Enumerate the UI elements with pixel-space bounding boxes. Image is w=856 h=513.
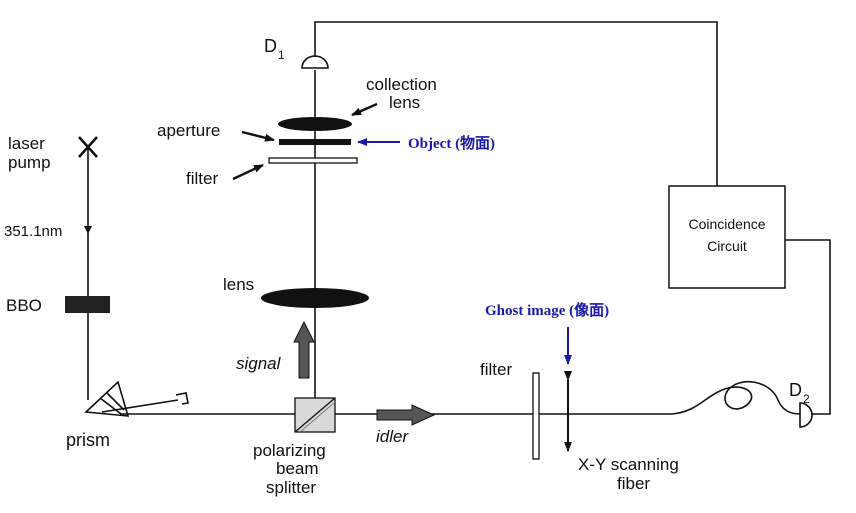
aperture [279, 139, 351, 145]
lens [261, 288, 369, 308]
collection-lens [278, 117, 352, 131]
coincidence-wiring [314, 21, 831, 415]
d1-label: D [264, 36, 277, 56]
xy-scanning-label: X-Y scanning [578, 455, 679, 474]
filter-top [268, 157, 358, 164]
ghost-image-annotation: Ghost image (像面) [485, 301, 609, 319]
polarizing-beam-splitter [294, 397, 336, 433]
prism-label: prism [66, 430, 110, 450]
prism-output-beam [101, 399, 179, 413]
pbs-label-3: splitter [266, 478, 316, 497]
detector-d2-icon [799, 402, 813, 428]
pbs-label-2: beam [276, 459, 319, 478]
d2-label: D [789, 380, 802, 400]
fiber-coil [671, 381, 801, 415]
coincidence-label-1: Coincidence [688, 216, 765, 232]
idler-label: idler [376, 427, 409, 446]
pbs-label-1: polarizing [253, 441, 326, 460]
coincidence-label-2: Circuit [707, 238, 747, 254]
coincidence-circuit-box [668, 185, 786, 289]
filter-top-label: filter [186, 169, 218, 188]
d2-subscript: 2 [803, 392, 810, 406]
filter-bottom-label: filter [480, 360, 512, 379]
collection-lens-label-2: lens [389, 93, 420, 112]
bbo-crystal [65, 296, 110, 313]
fiber-label: fiber [617, 474, 650, 493]
idler-arrow [376, 404, 436, 426]
filter-bottom [532, 372, 540, 460]
aperture-label: aperture [157, 121, 220, 140]
pump-direction-arrow [84, 226, 92, 234]
detector-d1-icon [301, 55, 329, 69]
prism-icon [84, 380, 189, 417]
detector-d1: D 1 [264, 36, 329, 69]
wire-d2 [785, 239, 831, 415]
laser-pump-icon [78, 136, 98, 158]
wavelength-label: 351.1nm [4, 223, 62, 240]
wire-d1 [314, 21, 718, 186]
laser-pump-label-2: pump [8, 153, 51, 172]
collection-lens-label-1: collection [366, 75, 437, 94]
object-annotation: Object (物面) [408, 134, 495, 152]
d1-subscript: 1 [278, 48, 285, 62]
bbo-label: BBO [6, 296, 42, 315]
laser-pump-label-1: laser [8, 134, 45, 153]
lens-label: lens [223, 275, 254, 294]
signal-arrow [293, 320, 315, 379]
signal-label: signal [236, 354, 282, 373]
detector-d2: D 2 [789, 380, 815, 428]
